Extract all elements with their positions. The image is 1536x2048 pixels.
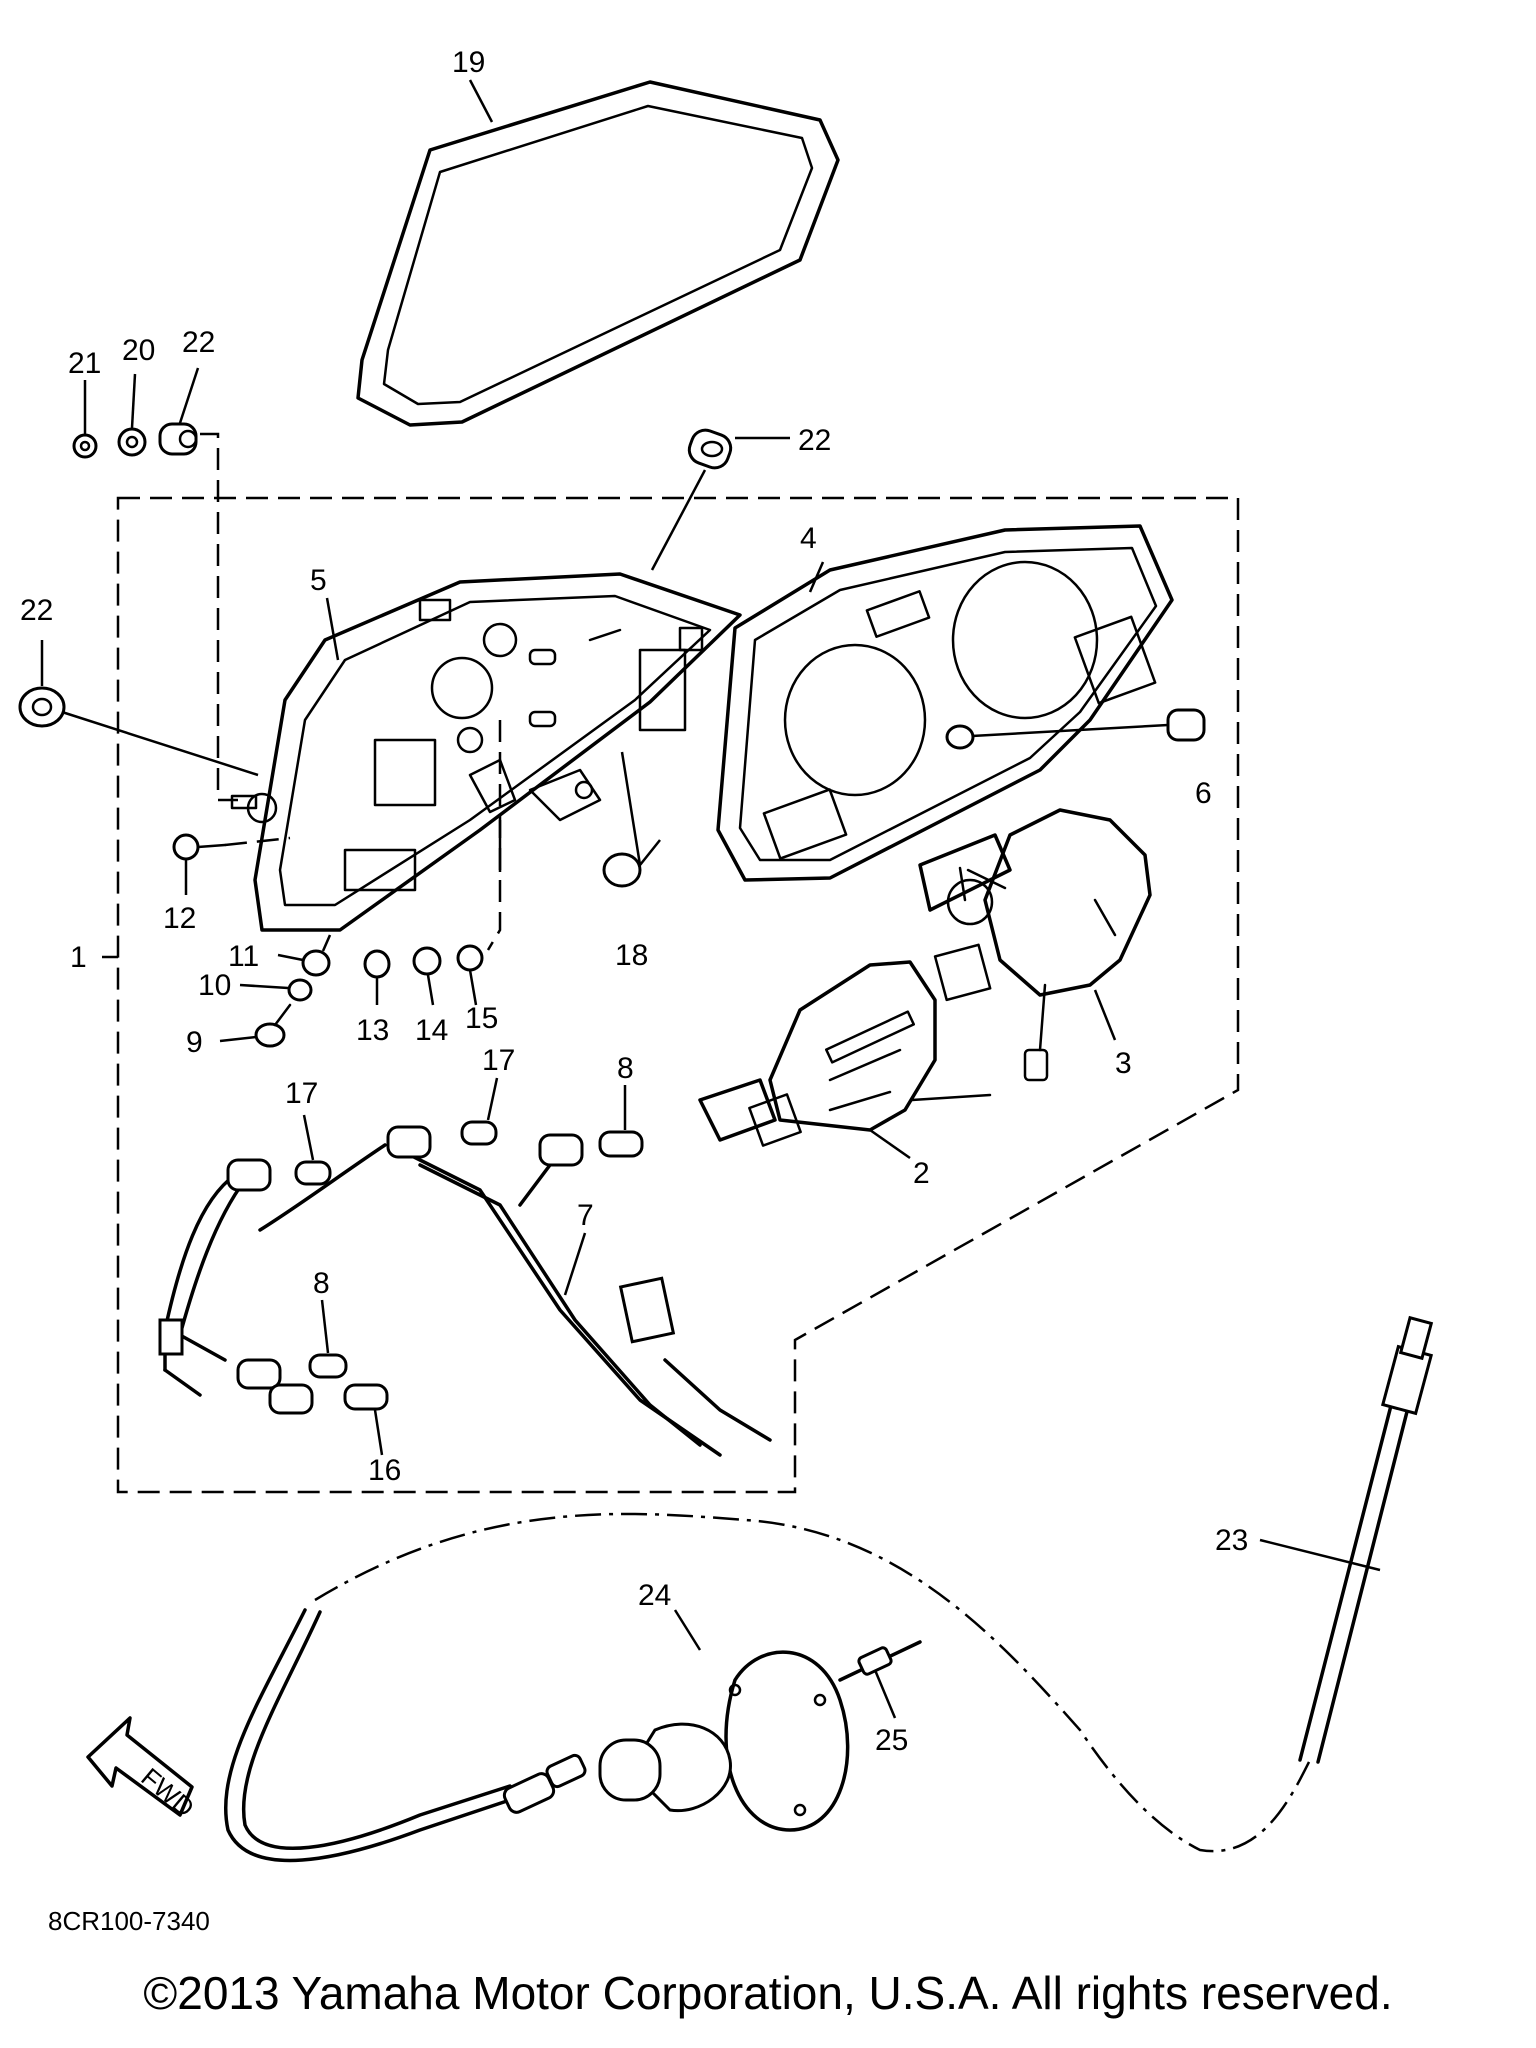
part-18-grommet bbox=[602, 852, 642, 888]
part-5-meter-case bbox=[230, 572, 742, 932]
callout-19: 19 bbox=[452, 46, 485, 79]
callout-11: 11 bbox=[228, 940, 259, 973]
assembly-boundary bbox=[116, 496, 1240, 1494]
callout-24: 24 bbox=[638, 1579, 671, 1612]
part-10-washer bbox=[287, 978, 313, 1002]
callout-14: 14 bbox=[415, 1014, 448, 1047]
callout-1: 1 bbox=[70, 941, 87, 974]
callout-12: 12 bbox=[163, 902, 196, 935]
callout-2: 2 bbox=[913, 1157, 930, 1190]
callout-9: 9 bbox=[186, 1026, 203, 1059]
lower-cable bbox=[223, 1608, 587, 1863]
part-3-tachometer bbox=[918, 808, 1152, 1082]
callout-15: 15 bbox=[465, 1002, 498, 1035]
drawing-number: 8CR100-7340 bbox=[48, 1906, 210, 1936]
part-17-bulb-a bbox=[294, 1160, 332, 1186]
part-15-nut bbox=[456, 944, 484, 972]
callout-8-bottom: 8 bbox=[313, 1267, 330, 1300]
part-20-washer bbox=[117, 427, 147, 457]
callout-20: 20 bbox=[122, 334, 155, 367]
part-21-washer bbox=[72, 433, 98, 459]
part-24-gear-unit bbox=[598, 1650, 850, 1832]
bulb-sockets bbox=[226, 1125, 584, 1415]
callout-5: 5 bbox=[310, 564, 327, 597]
callout-22-right: 22 bbox=[798, 424, 831, 457]
part-22-grommet-a bbox=[158, 422, 198, 456]
part-11-nut bbox=[301, 949, 331, 977]
part-17-bulb-b bbox=[460, 1120, 498, 1146]
callout-4: 4 bbox=[800, 522, 817, 555]
callout-13: 13 bbox=[356, 1014, 389, 1047]
callout-3: 3 bbox=[1115, 1047, 1132, 1080]
callout-18: 18 bbox=[615, 939, 648, 972]
cable-routing-line bbox=[314, 1512, 1312, 1853]
callout-17-right: 17 bbox=[482, 1044, 515, 1077]
callout-8-top: 8 bbox=[617, 1052, 634, 1085]
part-4-meter-panel bbox=[716, 524, 1174, 882]
part-12-screw bbox=[172, 833, 227, 861]
callout-21: 21 bbox=[68, 347, 101, 380]
callout-23: 23 bbox=[1215, 1524, 1248, 1557]
part-13-washer bbox=[363, 949, 391, 979]
part-22-grommet-c bbox=[18, 686, 66, 728]
callout-25: 25 bbox=[875, 1724, 908, 1757]
part-7-harness bbox=[158, 1143, 772, 1457]
callout-17-left: 17 bbox=[285, 1077, 318, 1110]
part-22-grommet-b bbox=[687, 428, 733, 470]
fwd-label: FWD bbox=[136, 1762, 201, 1823]
part-8-bulb-a bbox=[598, 1130, 644, 1158]
part-19-lens-seal bbox=[356, 80, 840, 427]
callout-10: 10 bbox=[198, 969, 231, 1002]
callout-22-left: 22 bbox=[20, 594, 53, 627]
part-8-bulb-b bbox=[308, 1353, 348, 1379]
fwd-arrow: FWD bbox=[86, 1716, 201, 1823]
callout-6: 6 bbox=[1195, 777, 1212, 810]
part-6-grommet bbox=[945, 708, 1206, 750]
part-23-speedometer-cable bbox=[1298, 1315, 1434, 1764]
part-25-pin bbox=[838, 1640, 922, 1682]
part-2-speedometer bbox=[698, 960, 992, 1147]
part-14-washer bbox=[412, 946, 442, 976]
callout-16: 16 bbox=[368, 1454, 401, 1487]
part-9-screw bbox=[254, 1003, 292, 1048]
copyright-footer: ©2013 Yamaha Motor Corporation, U.S.A. A… bbox=[143, 1967, 1393, 2019]
callout-7: 7 bbox=[577, 1199, 594, 1232]
callout-22: 22 bbox=[182, 326, 215, 359]
part-16-bulb bbox=[343, 1383, 389, 1411]
